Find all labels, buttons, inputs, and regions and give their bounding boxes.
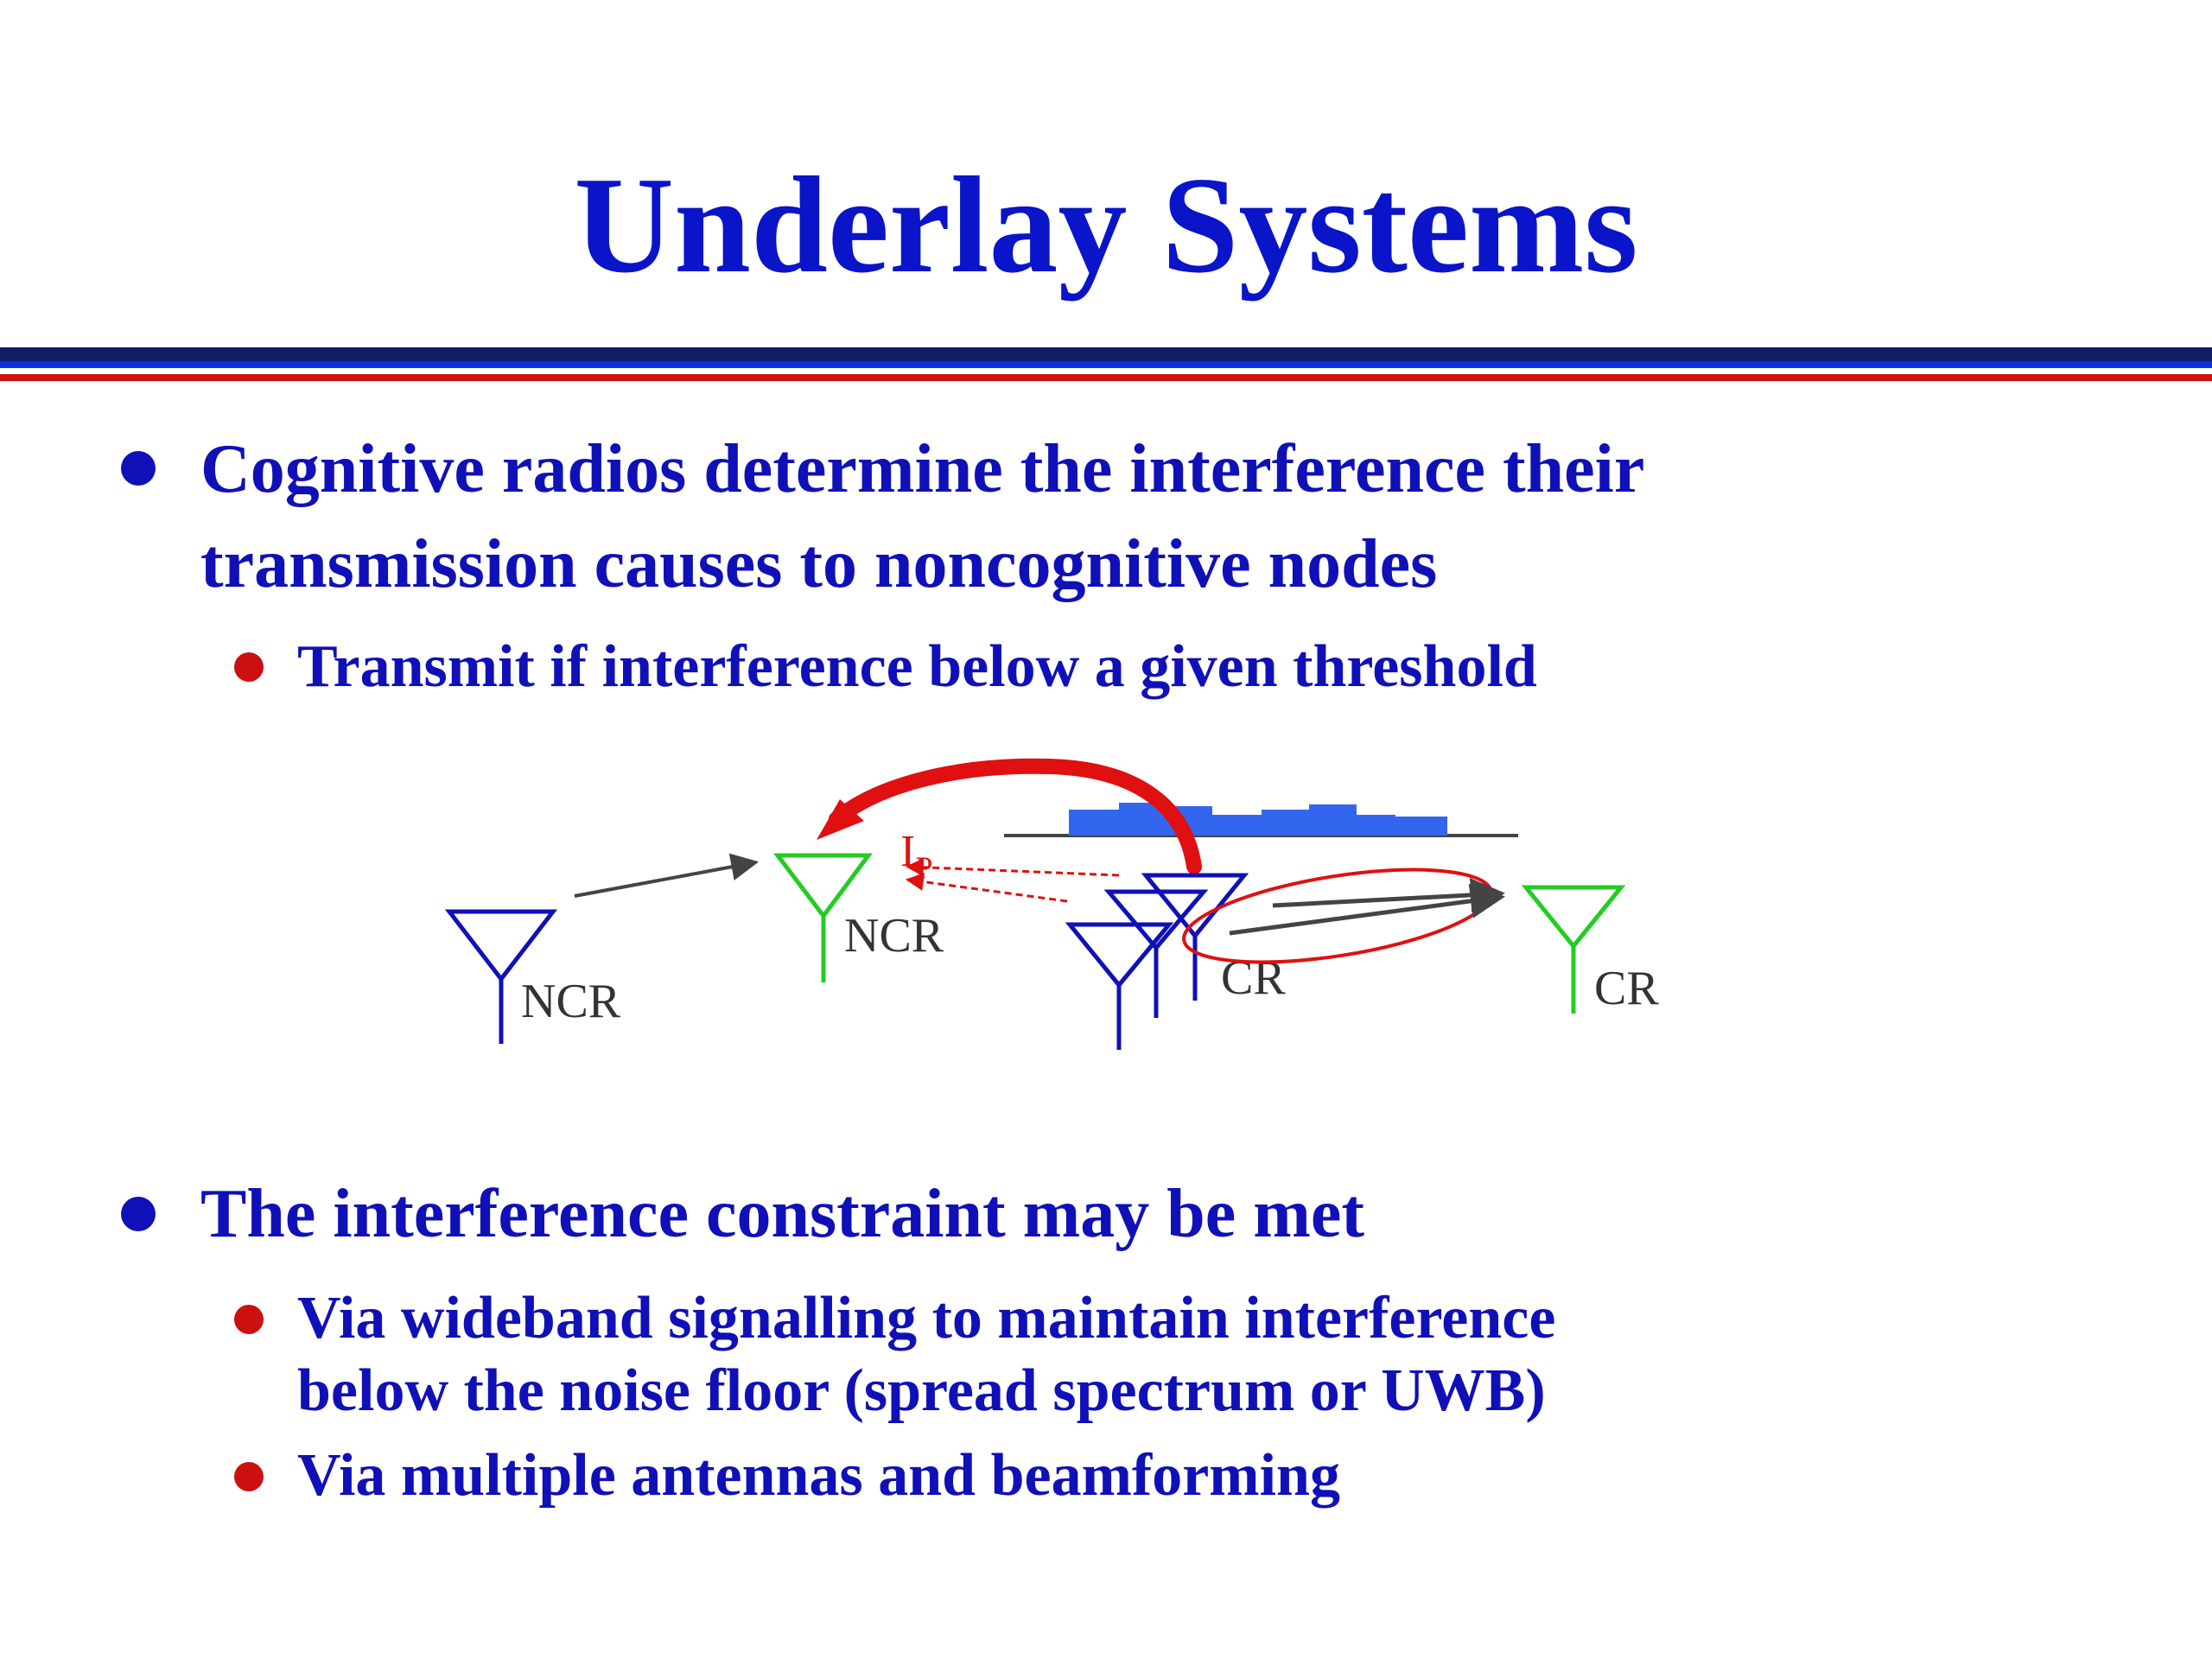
spectrum-bar [1357, 815, 1395, 836]
cr-antenna-array-icon [1065, 873, 1249, 1050]
bullet-1-line-1: Cognitive radios determine the interfere… [200, 431, 1645, 507]
subbullet-1-1-line-1: Transmit if interference below a given t… [297, 633, 1537, 700]
subbullet-dot-1-1 [234, 652, 264, 682]
interference-dashed-line-2 [905, 873, 1068, 903]
ncr-middle-label: NCR [844, 909, 944, 963]
bullet-dot-1 [121, 451, 156, 486]
interference-curve-arrowhead [817, 799, 864, 840]
spectrum-bar [1395, 817, 1447, 836]
subbullet-dot-2-1 [234, 1305, 264, 1334]
bullet-dot-2 [121, 1197, 156, 1231]
subbullet-2-1-line-2: below the noise floor (spread spectrum o… [297, 1357, 1546, 1424]
subbullet-dot-2-2 [234, 1462, 264, 1491]
ncr-middle-antenna-icon [772, 853, 873, 982]
bullet-2-line-1: The interference constraint may be met [200, 1176, 1365, 1252]
cr-link-arrow-1 [1229, 883, 1505, 936]
bullet-1-line-2: transmission causes to noncognitive node… [200, 526, 1438, 602]
cr-receiver-label: CR [1594, 962, 1659, 1015]
spectrum-bar [1309, 804, 1357, 836]
beamforming-ellipse [1182, 868, 1493, 964]
ncr-left-antenna-icon [444, 909, 558, 1044]
title-rule-blue [0, 361, 2212, 368]
cr-link-arrow-2 [1272, 877, 1505, 912]
spectrum-bar [1262, 810, 1309, 836]
interference-label: IP [900, 827, 932, 885]
cr-receiver-antenna-icon [1521, 885, 1626, 1014]
spectrum-bar [1069, 810, 1119, 836]
spectrum-bar [1212, 815, 1262, 836]
ncr-link-arrow [574, 853, 760, 898]
title-rule-red [0, 374, 2212, 381]
subbullet-2-1-line-1: Via wideband signalling to maintain inte… [297, 1285, 1556, 1351]
slide-title: Underlay Systems [574, 148, 1638, 302]
subbullet-2-2-line-1: Via multiple antennas and beamforming [297, 1442, 1340, 1509]
interference-curve-arrow [829, 758, 1202, 874]
spectrum-bars [1069, 803, 1447, 836]
interference-dashed-line-1 [905, 858, 1120, 877]
title-rule-navy [0, 347, 2212, 361]
ncr-left-label: NCR [521, 975, 621, 1028]
